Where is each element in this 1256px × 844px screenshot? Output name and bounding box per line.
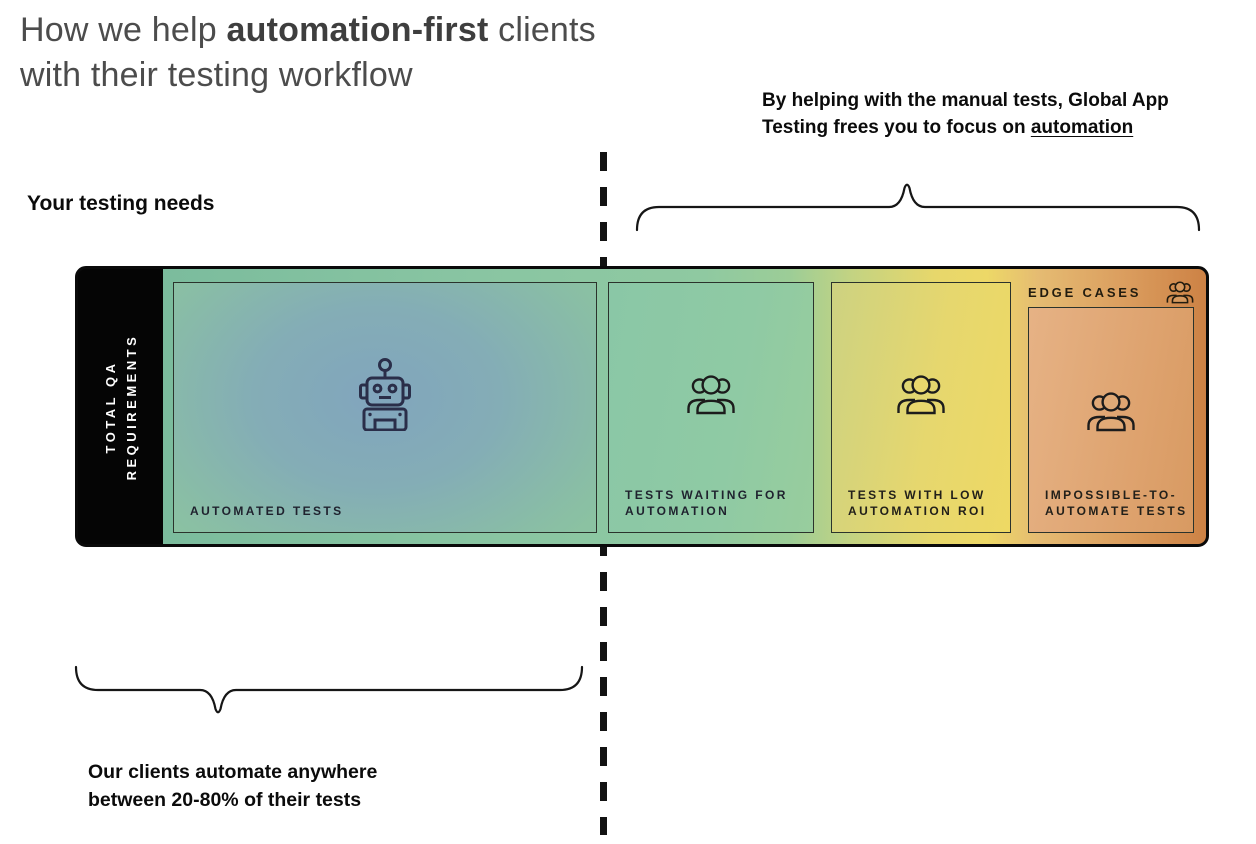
title-line-1: How we help automation-first clients xyxy=(20,11,596,49)
automated-share-brace xyxy=(74,665,584,714)
title-line-2: with their testing workflow xyxy=(20,56,413,94)
automation-range-note-line1: Our clients automate anywhere xyxy=(88,761,378,783)
robot-icon xyxy=(359,357,411,431)
section-label: TESTS WITH LOW AUTOMATION ROI xyxy=(848,488,987,518)
edge-cases-row: EDGE CASES xyxy=(1028,279,1194,305)
qa-requirements-bar: TOTAL QA REQUIREMENTS xyxy=(75,266,1209,547)
section-label: AUTOMATED TESTS xyxy=(190,504,344,518)
your-testing-needs-heading: Your testing needs xyxy=(27,192,215,215)
qa-gradient-track: AUTOMATED TESTS TESTS WAITING FOR AUTOMA… xyxy=(163,269,1206,544)
section-label: IMPOSSIBLE-TO- AUTOMATE TESTS xyxy=(1045,488,1188,518)
people-group-icon xyxy=(897,374,945,414)
total-qa-axis-block: TOTAL QA REQUIREMENTS xyxy=(78,269,163,544)
section-low-roi: TESTS WITH LOW AUTOMATION ROI xyxy=(831,282,1011,533)
automation-range-note-line2: between 20-80% of their tests xyxy=(88,789,362,811)
section-tests-waiting: TESTS WAITING FOR AUTOMATION xyxy=(608,282,814,533)
manual-tests-note: By helping with the manual tests, Global… xyxy=(762,87,1234,141)
people-group-icon xyxy=(1087,392,1135,432)
edge-cases-label: EDGE CASES xyxy=(1028,284,1142,300)
people-group-icon xyxy=(1166,281,1194,304)
automation-underlined-text: automation xyxy=(1030,117,1134,138)
manual-tests-brace xyxy=(635,183,1201,232)
page-title: How we help automation-first clients wit… xyxy=(20,8,596,98)
people-group-icon xyxy=(687,374,735,414)
manual-tests-note-line1: By helping with the manual tests, Global… xyxy=(762,90,1169,111)
section-label: TESTS WAITING FOR AUTOMATION xyxy=(625,488,788,518)
title-bold-phrase: automation-first xyxy=(226,11,489,49)
total-qa-axis-label: TOTAL QA REQUIREMENTS xyxy=(102,333,139,480)
manual-tests-note-line2: Testing frees you to focus on automation xyxy=(762,117,1134,138)
automation-range-note: Our clients automate anywhere between 20… xyxy=(88,758,377,814)
section-impossible-to-automate: IMPOSSIBLE-TO- AUTOMATE TESTS xyxy=(1028,307,1194,533)
section-automated-tests: AUTOMATED TESTS xyxy=(173,282,597,533)
